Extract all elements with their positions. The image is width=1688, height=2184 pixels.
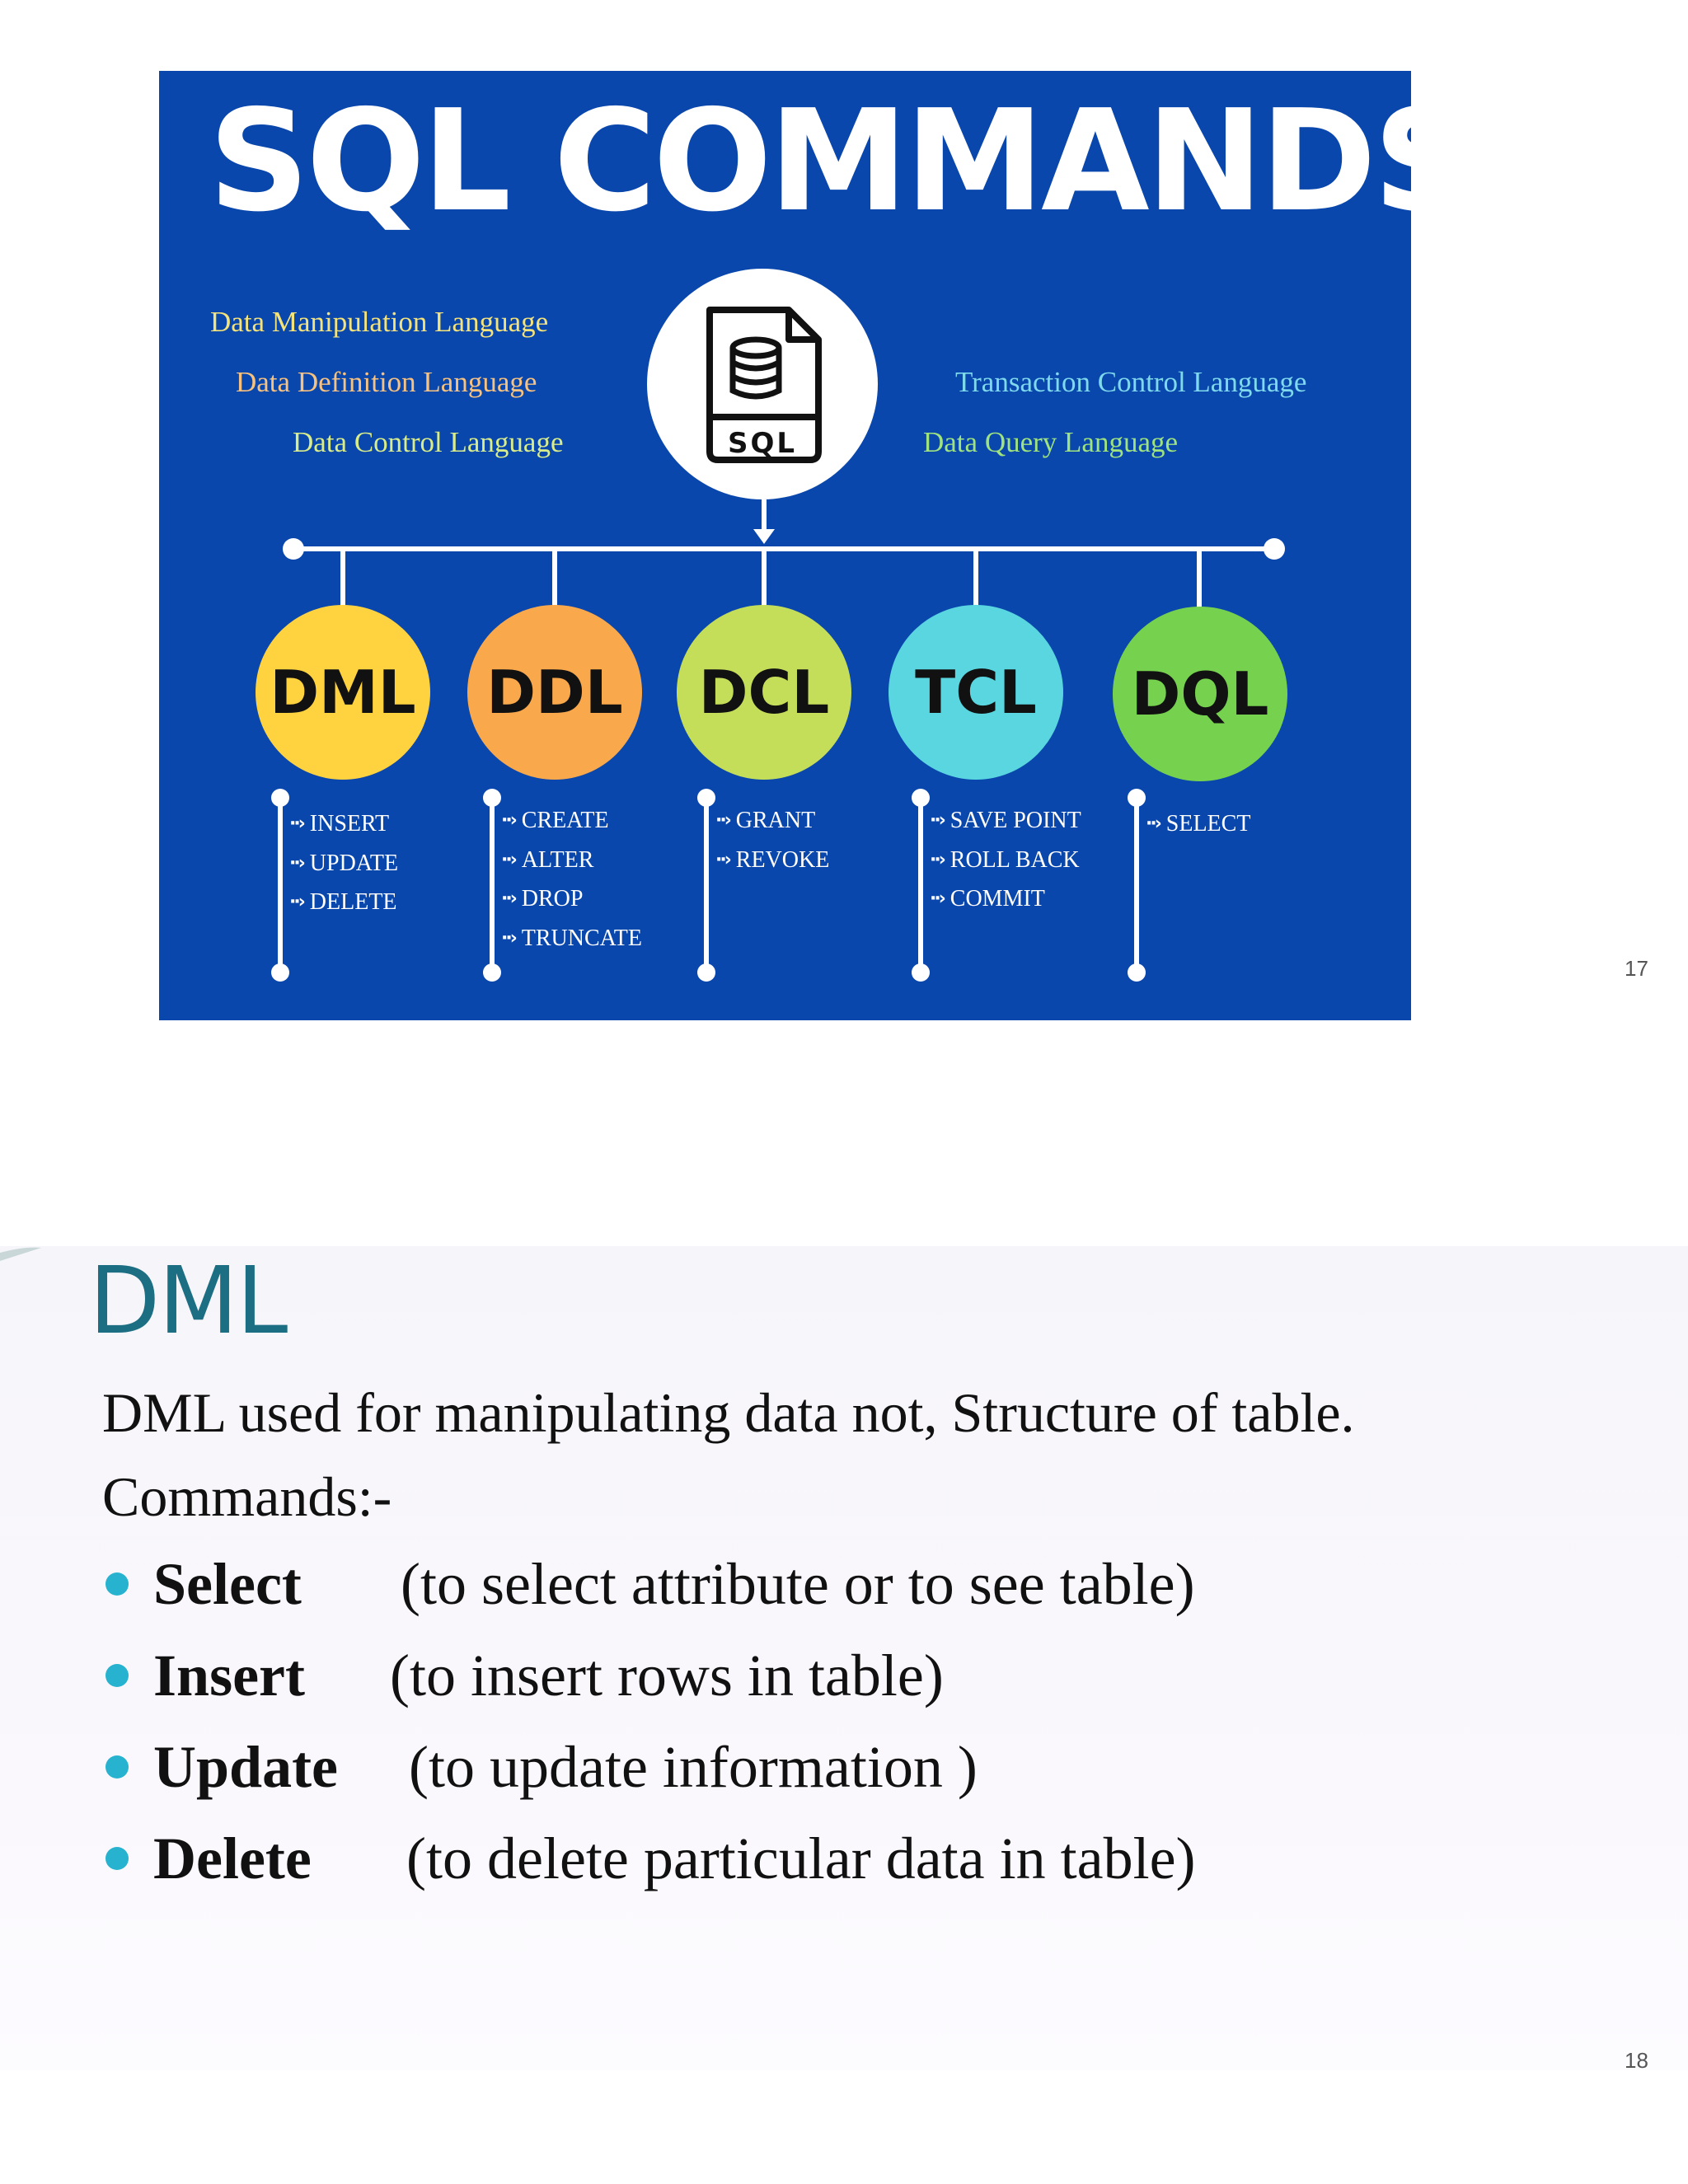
dml-command-list: ··›INSERT ··›UPDATE ··›DELETE [289, 804, 398, 922]
tcl-command-list: ··›SAVE POINT ··›ROLL BACK ··›COMMIT [930, 801, 1081, 919]
label-dql-language: Data Query Language [923, 426, 1179, 458]
page-number-17: 17 [1625, 956, 1648, 981]
command-item: ··›CREATE [501, 801, 642, 841]
command-item: ··›ROLL BACK [930, 841, 1081, 880]
command-item: ··›DROP [501, 879, 642, 919]
bullet-dot-icon [106, 1847, 129, 1870]
commands-label: Commands:- [102, 1465, 392, 1528]
dotted-arrow-icon: ··› [289, 813, 306, 834]
dotted-arrow-icon: ··› [501, 849, 518, 870]
slide-title: DML [89, 1248, 288, 1355]
command-item: ··›TRUNCATE [501, 919, 642, 958]
dotted-arrow-icon: ··› [930, 888, 946, 909]
command-bullet-insert: Insert (to insert rows in table) [106, 1646, 944, 1705]
command-item: ··›COMMIT [930, 879, 1081, 919]
command-bullet-delete: Delete (to delete particular data in tab… [106, 1829, 1196, 1888]
command-item: ··›SELECT [1146, 804, 1250, 844]
command-item: ··›INSERT [289, 804, 398, 844]
command-item: ··›ALTER [501, 841, 642, 880]
command-item: ··›DELETE [289, 883, 398, 922]
command-item: ··›GRANT [715, 801, 829, 841]
dotted-arrow-icon: ··› [501, 810, 518, 831]
category-circle-dcl: DCL [677, 605, 851, 780]
label-ddl-language: Data Definition Language [236, 366, 537, 398]
dotted-arrow-icon: ··› [930, 849, 946, 870]
sql-logo-circle: SQL [647, 269, 878, 499]
command-item: ··›UPDATE [289, 844, 398, 883]
category-circle-ddl: DDL [467, 605, 642, 780]
command-item: ··›REVOKE [715, 841, 829, 880]
dcl-command-list: ··›GRANT ··›REVOKE [715, 801, 829, 879]
dql-command-list: ··›SELECT [1146, 804, 1250, 844]
ddl-command-list: ··›CREATE ··›ALTER ··›DROP ··›TRUNCATE [501, 801, 642, 958]
sql-file-icon: SQL [696, 302, 828, 466]
sql-icon-label: SQL [727, 427, 798, 460]
dml-description: DML used for manipulating data not, Stru… [102, 1381, 1355, 1444]
category-circle-tcl: TCL [889, 605, 1063, 780]
label-dml-language: Data Manipulation Language [210, 306, 549, 338]
dotted-arrow-icon: ··› [930, 810, 946, 831]
bullet-dot-icon [106, 1664, 129, 1687]
dml-slide: DML DML used for manipulating data not, … [0, 1246, 1688, 2070]
dotted-arrow-icon: ··› [715, 849, 732, 870]
dotted-arrow-icon: ··› [715, 810, 732, 831]
sql-commands-slide: SQL COMMANDS Data Manipulation Language … [159, 71, 1411, 1020]
dotted-arrow-icon: ··› [289, 852, 306, 874]
command-item: ··›SAVE POINT [930, 801, 1081, 841]
category-circle-dml: DML [256, 605, 430, 780]
label-tcl-language: Transaction Control Language [955, 366, 1307, 398]
command-bullet-update: Update (to update information ) [106, 1737, 978, 1797]
dotted-arrow-icon: ··› [1146, 813, 1162, 834]
command-bullet-select: Select (to select attribute or to see ta… [106, 1554, 1195, 1614]
page-number-18: 18 [1625, 2048, 1648, 2073]
dotted-arrow-icon: ··› [501, 888, 518, 909]
label-dcl-language: Data Control Language [293, 426, 564, 458]
bullet-dot-icon [106, 1755, 129, 1779]
slide-title: SQL COMMANDS [209, 80, 1411, 243]
dotted-arrow-icon: ··› [289, 892, 306, 912]
category-circle-dql: DQL [1113, 607, 1287, 781]
corner-accent [0, 1247, 41, 1261]
bullet-dot-icon [106, 1572, 129, 1596]
dotted-arrow-icon: ··› [501, 927, 518, 949]
